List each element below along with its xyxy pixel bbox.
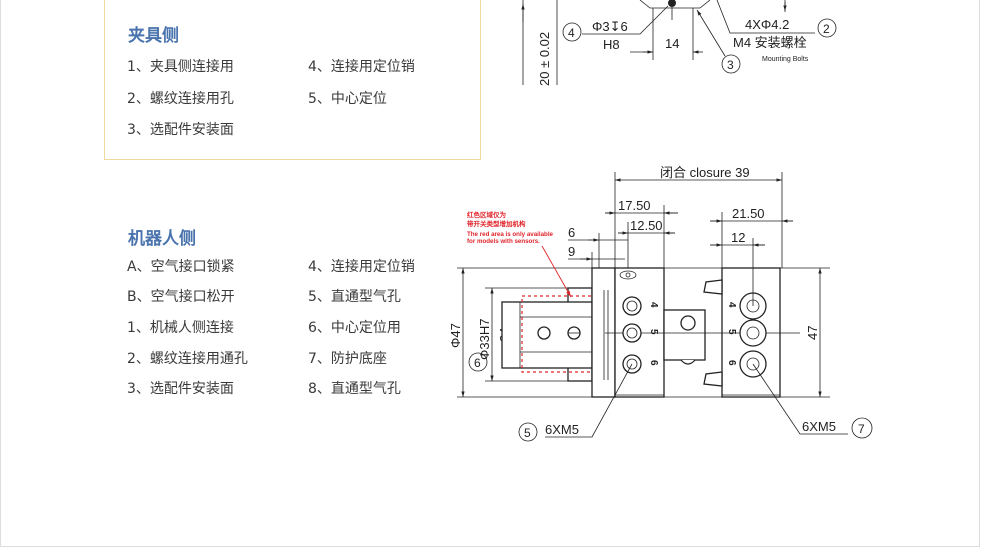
svg-text:4: 4 xyxy=(726,302,737,308)
svg-text:4: 4 xyxy=(568,26,575,40)
svg-text:2: 2 xyxy=(823,22,830,36)
bottom-drawing: 闭合 closure 39 17.50 12.50 6 9 Φ47 Φ33H7 … xyxy=(448,165,873,442)
svg-text:for models with sensors.: for models with sensors. xyxy=(467,238,540,245)
list-item: 7、防护底座 xyxy=(308,351,387,367)
list-item: 3、选配件安装面 xyxy=(127,381,234,397)
dim-14: 14 xyxy=(665,36,679,51)
dim-20-tolerance: 20 ± 0.02 xyxy=(537,32,552,86)
list-item: 6、中心定位用 xyxy=(308,320,401,336)
pin-spec: Φ3↧6 xyxy=(592,19,628,34)
svg-text:6: 6 xyxy=(474,356,481,370)
list-item: 3、选配件安装面 xyxy=(127,122,234,138)
dim-dia-33h7: Φ33H7 xyxy=(477,319,492,360)
list-item: 5、中心定位 xyxy=(308,91,387,107)
fixture-side-title: 夹具侧 xyxy=(128,26,179,46)
list-item: A、空气接口锁紧 xyxy=(127,259,235,275)
list-item: 1、夹具侧连接用 xyxy=(127,59,234,75)
dim-47: 47 xyxy=(805,326,820,340)
svg-text:6: 6 xyxy=(648,360,659,366)
dim-dia-47: Φ47 xyxy=(448,323,463,348)
sensor-note: 红色区域仅为 带开关类型增加机构 The red area is only av… xyxy=(467,210,572,298)
svg-text:带开关类型增加机构: 带开关类型增加机构 xyxy=(467,219,526,228)
svg-text:4: 4 xyxy=(648,302,659,308)
list-item: 2、螺纹连接用通孔 xyxy=(127,351,248,367)
bolt-label-en: Mounting Bolts xyxy=(762,56,809,63)
svg-text:3: 3 xyxy=(727,58,734,72)
callout-3 xyxy=(721,54,741,74)
fixture-side-panel xyxy=(104,0,481,160)
callout-5 xyxy=(518,422,538,442)
dim-6: 6 xyxy=(568,225,575,240)
svg-text:5: 5 xyxy=(726,329,737,335)
callout-7 xyxy=(851,417,873,439)
pin-fit: H8 xyxy=(603,37,620,52)
bolt-label: M4 安装螺栓 xyxy=(733,35,807,50)
svg-text:红色区域仅为: 红色区域仅为 xyxy=(467,210,506,219)
list-item: 4、连接用定位销 xyxy=(308,59,415,75)
dim-9: 9 xyxy=(568,244,575,259)
svg-text:7: 7 xyxy=(858,422,865,436)
dim-12: 12 xyxy=(731,230,745,245)
thread-right: 6XM5 xyxy=(802,419,836,434)
svg-text:5: 5 xyxy=(648,329,659,335)
dim-12-50: 12.50 xyxy=(630,218,663,233)
svg-text:6: 6 xyxy=(726,360,737,366)
svg-text:The red area is only available: The red area is only available xyxy=(467,231,554,238)
dim-21-50: 21.50 xyxy=(732,206,765,221)
list-item: 4、连接用定位销 xyxy=(308,259,415,275)
top-drawing: 20 ± 0.02 4 Φ3↧6 H8 14 3 4XΦ4.2 M4 安装螺栓 … xyxy=(521,0,837,86)
thread-left: 6XM5 xyxy=(545,422,579,437)
callout-4 xyxy=(562,22,582,42)
robot-side-title: 机器人侧 xyxy=(128,229,196,249)
list-item: 5、直通型气孔 xyxy=(308,289,401,305)
bolt-holes: 4XΦ4.2 xyxy=(745,17,789,32)
svg-text:5: 5 xyxy=(524,426,531,440)
callout-2 xyxy=(817,18,837,38)
list-item: 1、机械人侧连接 xyxy=(127,320,234,336)
list-item: 8、直通型气孔 xyxy=(308,381,401,397)
dim-closure: 闭合 closure 39 xyxy=(660,165,750,180)
dim-17-50: 17.50 xyxy=(618,198,651,213)
callout-6 xyxy=(468,352,488,372)
list-item: 2、螺纹连接用孔 xyxy=(127,91,234,107)
ports-left: 4 5 6 xyxy=(622,296,659,374)
list-item: B、空气接口松开 xyxy=(127,289,235,305)
